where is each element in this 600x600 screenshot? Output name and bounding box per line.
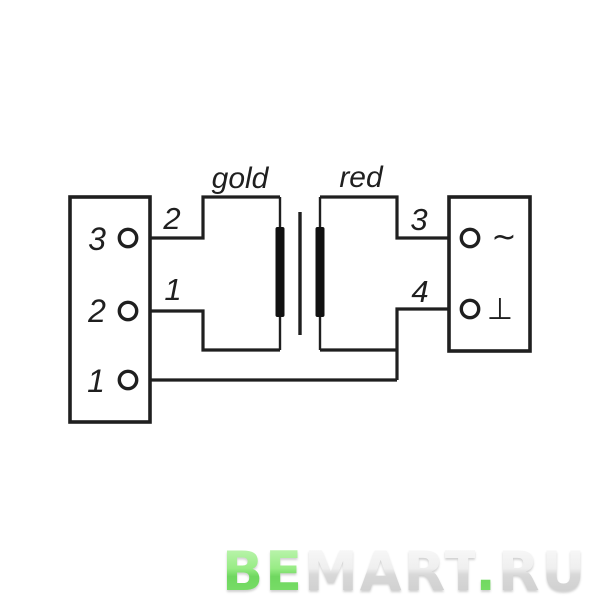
transformer-symbol: gold red <box>212 161 384 350</box>
right-terminal-ground-pin <box>459 298 481 320</box>
right-terminal-ac-pin <box>459 227 481 249</box>
right-connector-box <box>447 195 532 353</box>
primary-winding-bar <box>275 227 285 317</box>
left-terminal-2-pin <box>117 300 139 322</box>
left-terminal-3-pin <box>117 227 139 249</box>
watermark-segment-be: BE <box>222 540 304 600</box>
primary-winding-label: gold <box>212 162 270 195</box>
wires <box>128 195 470 382</box>
pin-label-primary-bottom: 1 <box>164 272 181 307</box>
right-connector: ~ ⊥ <box>447 195 532 353</box>
secondary-winding-label: red <box>339 161 384 194</box>
pin-label-secondary-bottom: 4 <box>411 274 428 309</box>
pin-labels: 2 1 3 4 <box>162 201 428 309</box>
secondary-winding-bar <box>315 227 325 317</box>
wire-ground <box>395 307 470 380</box>
pin-label-primary-top: 2 <box>162 201 180 236</box>
watermark-segment-ru: RU <box>498 540 587 600</box>
wire-secondary-top <box>320 195 470 240</box>
wire-primary-top <box>128 195 280 240</box>
watermark-segment-dot: . <box>475 540 498 600</box>
wire-primary-bottom <box>128 309 280 352</box>
pin-label-secondary-top: 3 <box>410 202 427 237</box>
watermark-segment-mart: MART <box>304 540 475 600</box>
ground-symbol: ⊥ <box>487 292 513 327</box>
ac-symbol: ~ <box>491 220 516 255</box>
watermark-logo: BEMART.RU <box>222 545 587 599</box>
left-terminal-2-label: 2 <box>87 293 106 329</box>
left-terminal-1-label: 1 <box>87 363 105 399</box>
left-terminal-1-pin <box>117 369 139 391</box>
left-connector: 3 2 1 <box>68 195 152 424</box>
left-terminal-3-label: 3 <box>88 221 106 257</box>
